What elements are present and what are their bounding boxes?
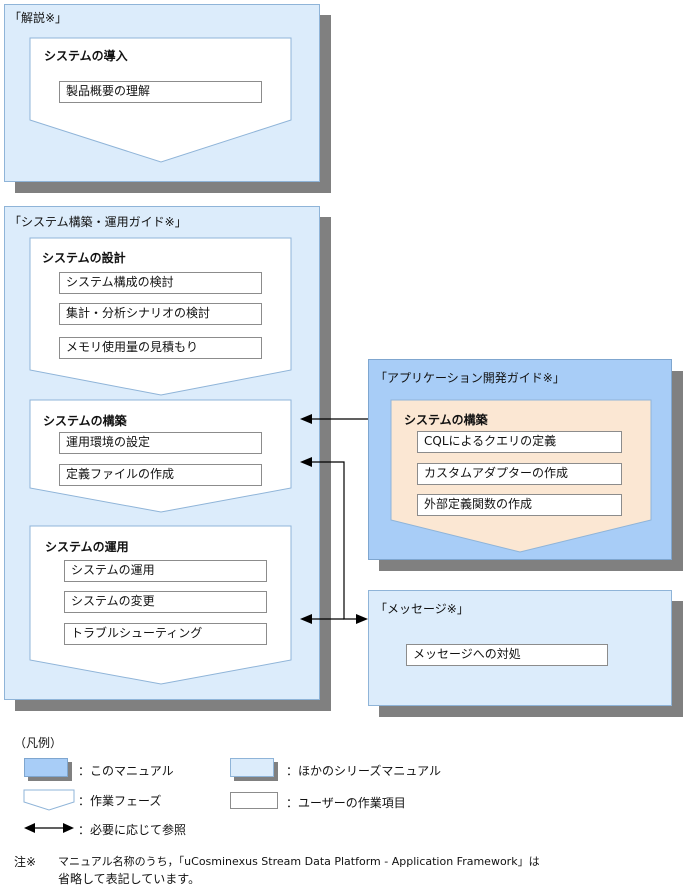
footnote-label: 注※ — [14, 855, 37, 869]
legend-heading: （凡例） — [14, 736, 63, 750]
phase-label-operation: システムの運用 — [45, 540, 129, 554]
legend-this-manual-label: ：このマニュアル — [78, 764, 174, 778]
legend-other-manual-label: ：ほかのシリーズマニュアル — [286, 764, 442, 778]
task-item-message-handling: メッセージへの対処 — [406, 644, 608, 666]
task-item-system-change: システムの変更 — [64, 591, 267, 613]
legend-this-manual-swatch — [24, 758, 68, 777]
legend-other-manual-swatch — [230, 758, 274, 777]
system-guide-title: 「システム構築・運用ガイド※」 — [9, 215, 187, 229]
task-item-memory-estimate: メモリ使用量の見積もり — [59, 337, 262, 359]
task-item-system-operation: システムの運用 — [64, 560, 267, 582]
task-item-system-config: システム構成の検討 — [59, 272, 262, 294]
legend-work-phase-label: ：作業フェーズ — [78, 794, 162, 808]
legend-user-task-label: ：ユーザーの作業項目 — [286, 796, 406, 810]
phase-label-introduction: システムの導入 — [44, 49, 128, 63]
kaisetsu-title: 「解説※」 — [9, 11, 68, 25]
footnote-line2: 省略して表記しています。 — [58, 872, 201, 886]
task-item-troubleshooting: トラブルシューティング — [64, 623, 267, 645]
phase-label-app-construction: システムの構築 — [404, 413, 488, 427]
legend-user-task-swatch — [230, 792, 278, 809]
task-item-env-setup: 運用環境の設定 — [59, 432, 262, 454]
task-item-definition-file: 定義ファイルの作成 — [59, 464, 262, 486]
task-item-cql-query: CQLによるクエリの定義 — [417, 431, 622, 453]
phase-label-design: システムの設計 — [42, 251, 126, 265]
task-item-scenario: 集計・分析シナリオの検討 — [59, 303, 262, 325]
task-item-external-function: 外部定義関数の作成 — [417, 494, 622, 516]
app-guide-title: 「アプリケーション開発ガイド※」 — [375, 371, 565, 385]
task-item-product-overview: 製品概要の理解 — [59, 81, 262, 103]
task-item-custom-adapter: カスタムアダプターの作成 — [417, 463, 622, 485]
footnote-line1: マニュアル名称のうち，「uCosminexus Stream Data Plat… — [58, 855, 540, 868]
arrow-bracket — [310, 461, 358, 620]
messages-title: 「メッセージ※」 — [375, 602, 469, 616]
phase-label-construction: システムの構築 — [43, 414, 127, 428]
legend-reference-label: ：必要に応じて参照 — [78, 823, 187, 837]
